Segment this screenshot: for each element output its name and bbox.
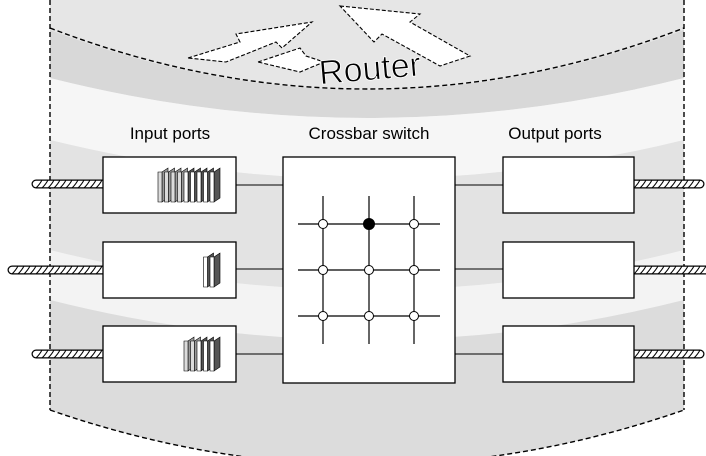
crosspoint-active (363, 218, 375, 230)
rope-cable (7, 265, 108, 275)
input-cables (7, 179, 108, 359)
crosspoint (318, 219, 328, 229)
crosspoint (409, 219, 419, 229)
output-cables (629, 179, 706, 359)
cylinder-top-rim (49, 27, 685, 90)
rope-cable (629, 349, 705, 359)
rope-cable (629, 265, 706, 275)
packet (209, 252, 221, 288)
output-port-3 (502, 325, 635, 383)
cylinder-bottom-rim (49, 409, 685, 456)
crosspoint (318, 265, 328, 275)
rope-cable (629, 179, 705, 189)
port-links (236, 184, 503, 355)
packet (209, 167, 221, 203)
output-ports-label: Output ports (508, 124, 602, 143)
crosspoint (364, 265, 374, 275)
crosspoint (409, 311, 419, 321)
router-arrows-icon (187, 5, 472, 73)
crossbar-switch-label: Crossbar switch (309, 124, 430, 143)
input-ports-label: Input ports (130, 124, 210, 143)
crossbar-grid (298, 196, 440, 344)
output-port-2 (502, 241, 635, 299)
crosspoint (318, 311, 328, 321)
packet (209, 336, 221, 372)
rope-cable (31, 179, 108, 189)
cylinder-band (50, 78, 684, 179)
crosspoint (364, 311, 374, 321)
cylinder-lid (50, 0, 684, 90)
crosspoint (409, 265, 419, 275)
packet-queues (157, 167, 221, 372)
output-port-1 (502, 156, 635, 214)
rope-cable (31, 349, 108, 359)
router-title: Router (317, 46, 422, 93)
